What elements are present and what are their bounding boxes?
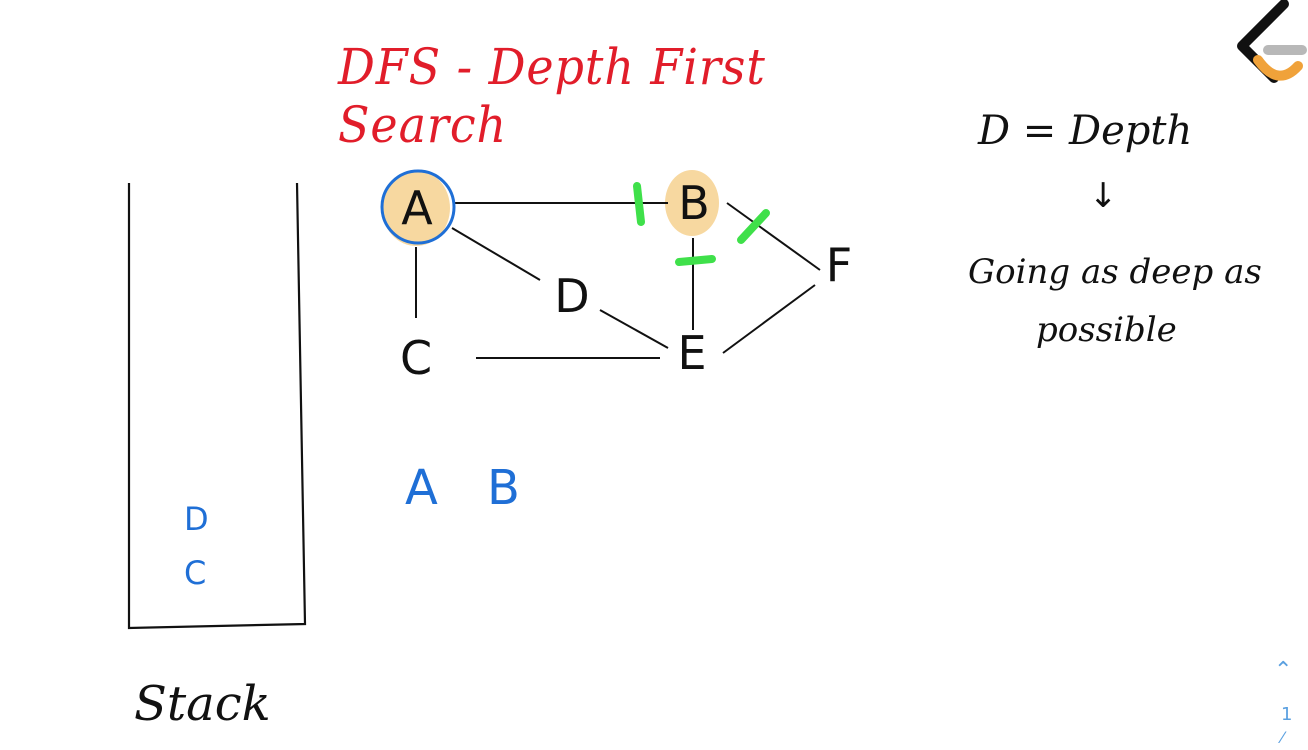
node-f: F [825,238,853,292]
strike-edge-b-e [675,255,716,266]
visited-item: B [487,460,520,516]
node-b: B [678,176,710,230]
note-depth: D = Depth [978,108,1193,154]
stack-label: Stack [134,676,271,732]
page-title: DFS - Depth First Search [338,38,766,154]
edge-e-f [722,284,816,354]
highlight-a [382,170,450,246]
arrow-down-icon: ↓ [1089,176,1118,216]
node-c: C [399,331,433,385]
circle-a [380,169,456,245]
node-e: E [677,326,707,380]
page-number: 1 [1281,704,1293,725]
chevron-up-icon[interactable]: ⌃ [1274,658,1293,683]
stack-outline [127,182,307,630]
page-tick-icon: ⁄ [1281,728,1284,747]
edge-a-d [451,227,541,281]
strike-edge-a-b [633,182,645,226]
edge-b-f [726,202,821,271]
node-a: A [401,181,433,235]
logo-icon [1237,0,1307,83]
note-going: Going as deep as [968,252,1262,292]
highlight-b [665,170,719,236]
edge-d-e [599,309,669,349]
visited-item: A [405,460,438,516]
node-d: D [554,269,590,323]
strike-edge-b-f [737,209,770,244]
stack-item: C [184,554,207,592]
stack-item: D [184,500,209,538]
note-possible: possible [1036,310,1177,350]
